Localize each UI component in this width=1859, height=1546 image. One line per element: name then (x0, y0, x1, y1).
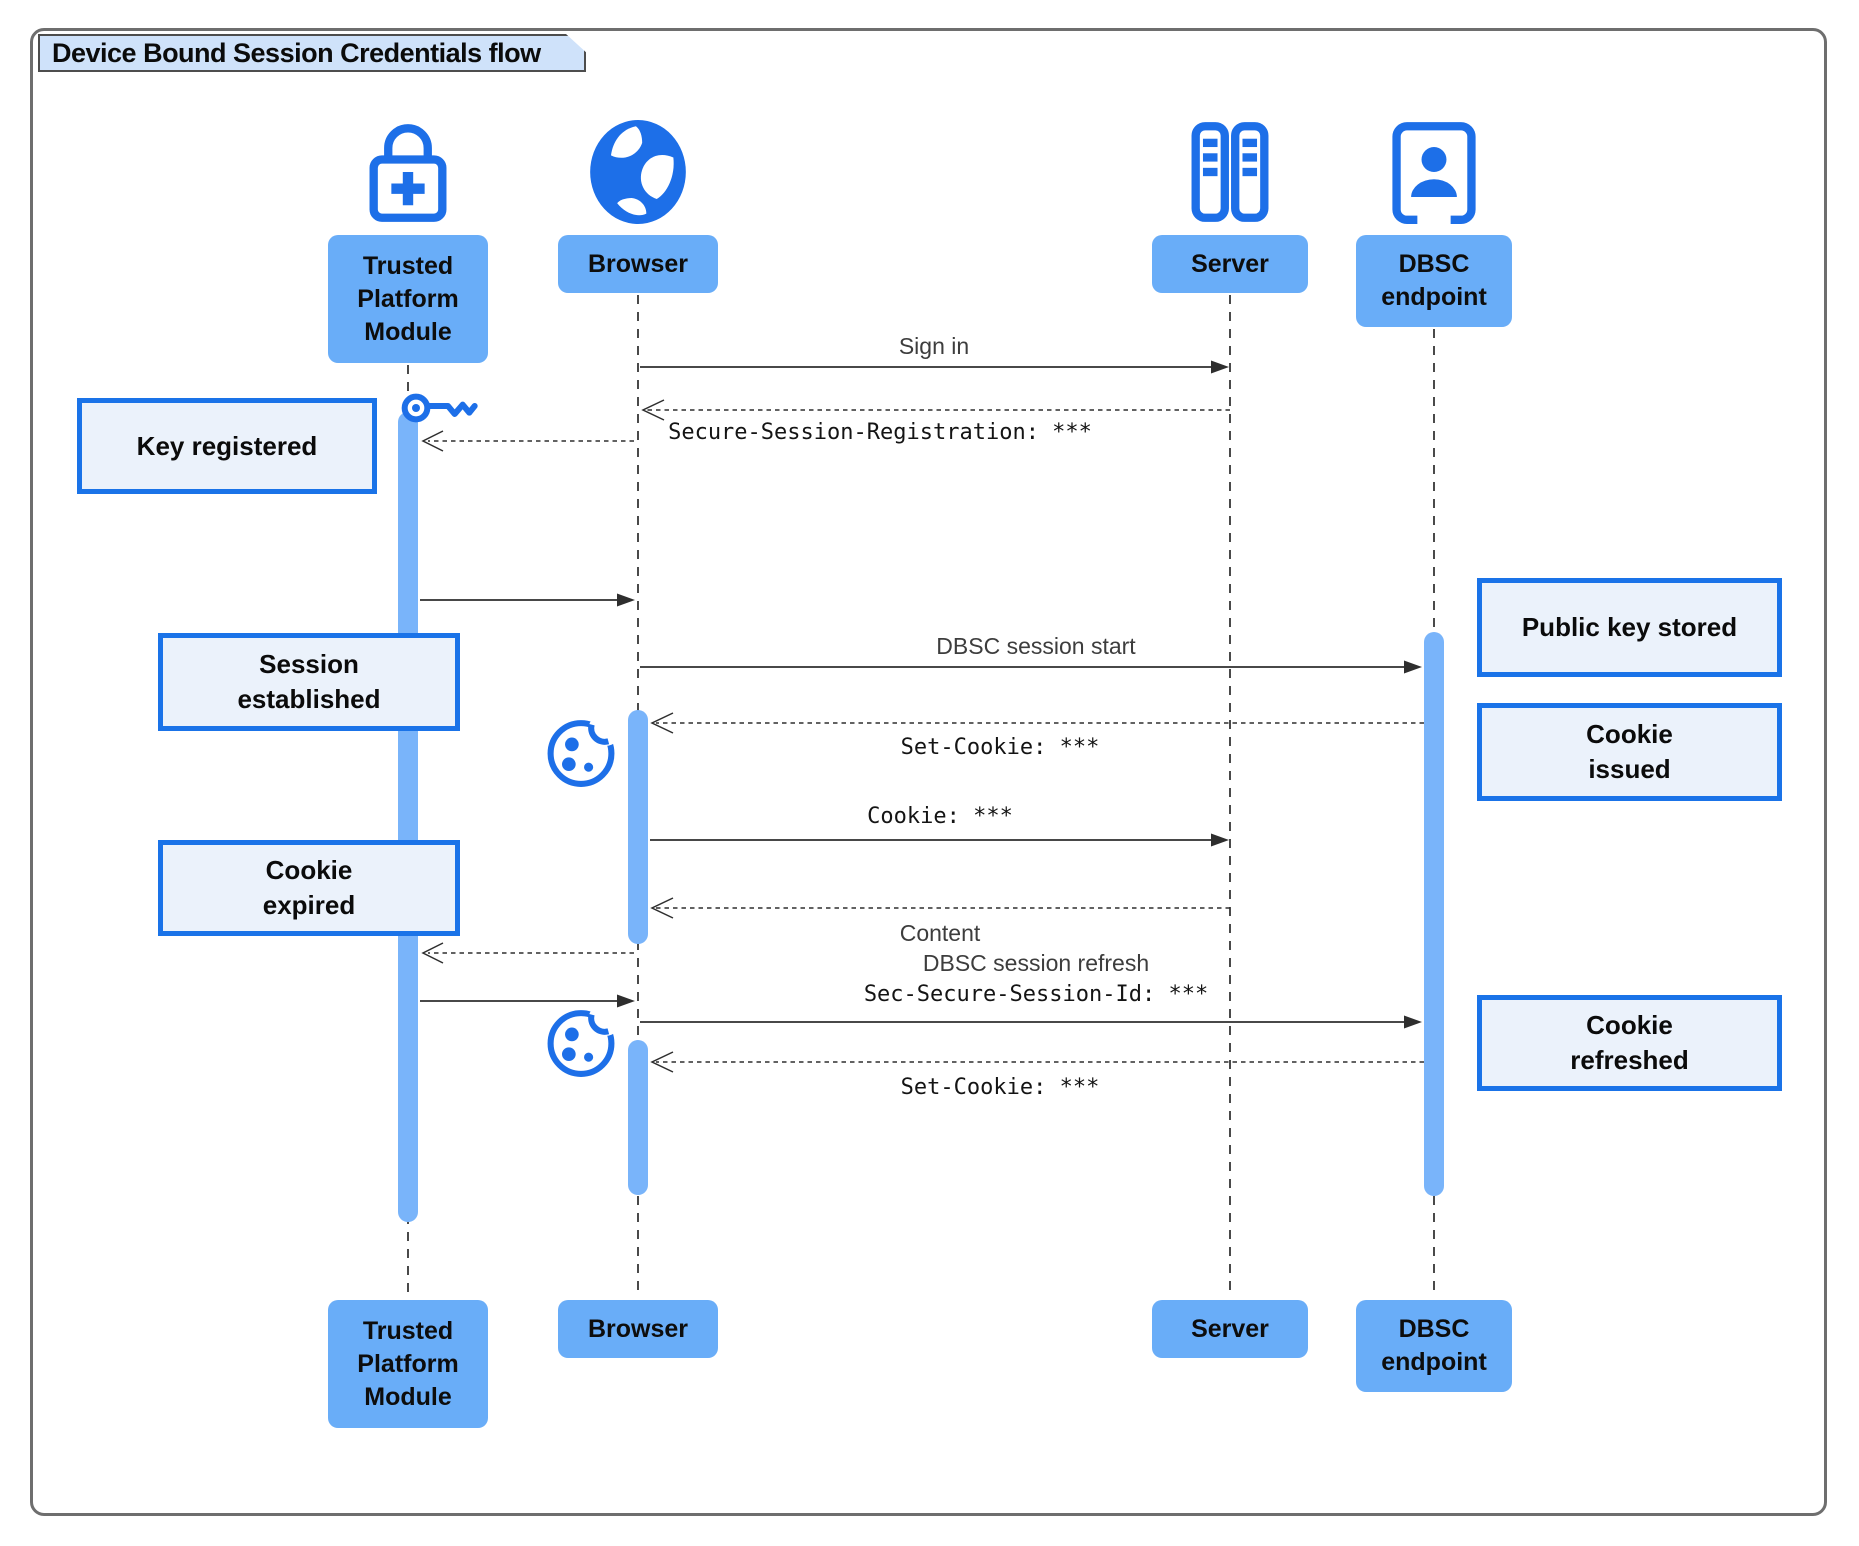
diagram-frame (30, 28, 1827, 1516)
note-public-key-stored: Public key stored (1477, 578, 1782, 677)
browser-activation-bar-1 (628, 710, 648, 944)
arrow-set-cookie-1 (650, 712, 1424, 734)
arrow-content (650, 897, 1230, 919)
actor-server-bottom: Server (1152, 1300, 1308, 1358)
arrow-dbsc-session-start (640, 660, 1422, 674)
label-set-cookie-1: Set-Cookie: *** (900, 735, 1100, 760)
note-cookie-expired: Cookie expired (158, 840, 460, 936)
diagram-title: Device Bound Session Credentials flow (38, 34, 586, 72)
actor-tpm-top: Trusted Platform Module (328, 235, 488, 363)
dbsc-activation-bar (1424, 632, 1444, 1196)
actor-dbsc-bottom: DBSC endpoint (1356, 1300, 1512, 1392)
arrow-dbsc-session-refresh (640, 1015, 1422, 1029)
arrow-secure-session-registration (641, 399, 1230, 421)
label-set-cookie-2: Set-Cookie: *** (900, 1075, 1100, 1100)
arrow-sign-in (640, 360, 1229, 374)
globe-icon (583, 112, 693, 227)
actor-browser-bottom: Browser (558, 1300, 718, 1358)
label-dbsc-session-start: DBSC session start (936, 633, 1136, 659)
note-session-established: Session established (158, 633, 460, 731)
key-icon (400, 378, 480, 436)
label-secure-session-registration: Secure-Session-Registration: *** (668, 420, 1092, 445)
label-content: Content (899, 920, 981, 946)
label-dbsc-session-refresh: DBSC session refresh (922, 950, 1150, 976)
actor-server-top: Server (1152, 235, 1308, 293)
note-cookie-refreshed: Cookie refreshed (1477, 995, 1782, 1091)
note-cookie-issued: Cookie issued (1477, 703, 1782, 801)
endpoint-person-icon (1379, 112, 1489, 227)
server-racks-icon (1175, 112, 1285, 227)
arrow-set-cookie-2 (650, 1051, 1424, 1073)
arrow-cookie (650, 833, 1229, 847)
label-sec-secure-session-id: Sec-Secure-Session-Id: *** (863, 982, 1209, 1007)
arrow-browser-to-tpm-1 (421, 430, 634, 452)
label-cookie: Cookie: *** (867, 804, 1013, 829)
arrow-tpm-to-browser-1 (420, 593, 635, 607)
actor-browser-top: Browser (558, 235, 718, 293)
note-key-registered: Key registered (77, 398, 377, 494)
cookie-icon (543, 712, 619, 792)
cookie-icon (543, 1002, 619, 1082)
actor-tpm-bottom: Trusted Platform Module (328, 1300, 488, 1428)
lock-plus-icon (353, 112, 463, 227)
browser-activation-bar-2 (628, 1040, 648, 1195)
arrow-tpm-to-browser-2 (420, 994, 635, 1008)
actor-dbsc-top: DBSC endpoint (1356, 235, 1512, 327)
arrow-browser-to-tpm-2 (421, 942, 634, 964)
label-sign-in: Sign in (898, 333, 970, 359)
tpm-activation-bar (398, 412, 418, 1222)
